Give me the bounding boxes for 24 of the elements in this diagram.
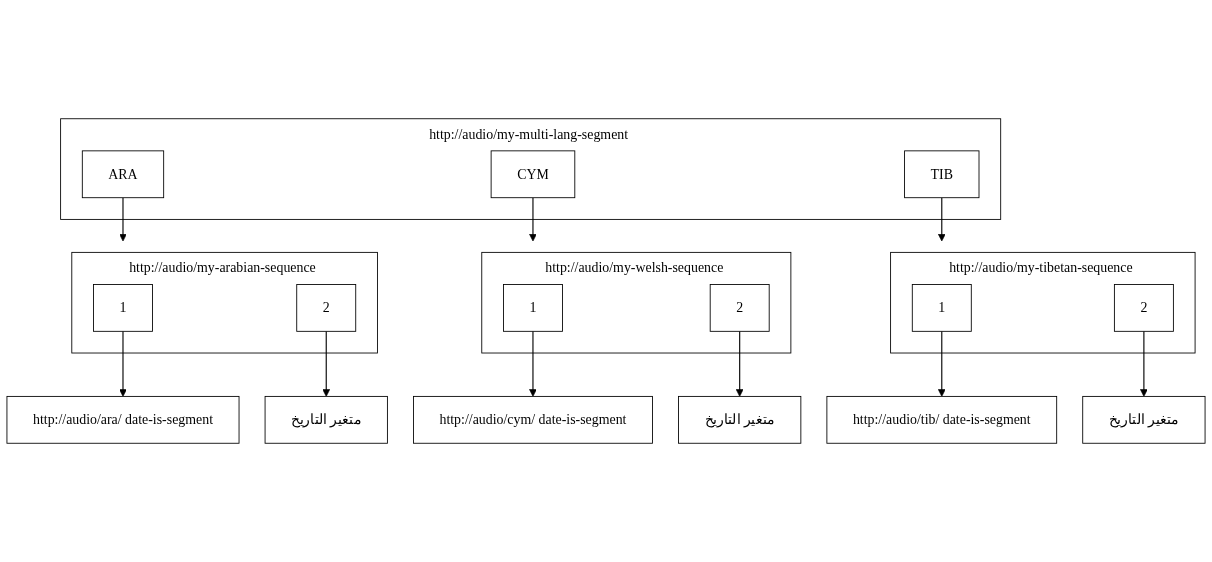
node-box: 1 <box>503 284 563 332</box>
node-box: متغير التاريخ <box>1082 395 1206 444</box>
node-box: http://audio/ara/ date-is-segment <box>6 395 240 444</box>
arrow <box>322 330 331 397</box>
node-box: 2 <box>1113 284 1174 332</box>
arrow <box>529 197 537 242</box>
arrow <box>529 330 537 397</box>
node-box: http://audio/tib/ date-is-segment <box>826 395 1058 444</box>
arrow <box>937 330 946 397</box>
node-box: TIB <box>904 150 980 199</box>
arrow <box>1140 330 1148 397</box>
node-box: متغير التاريخ <box>264 395 388 444</box>
arrow <box>119 197 127 242</box>
arrow <box>735 330 744 397</box>
node-box: 2 <box>296 284 357 332</box>
arrow <box>119 330 127 397</box>
node-box: 2 <box>709 284 770 332</box>
node-box: 1 <box>93 284 153 332</box>
node-box: http://audio/cym/ date-is-segment <box>413 395 653 444</box>
node-box: متغير التاريخ <box>678 395 802 444</box>
arrow <box>937 197 946 242</box>
node-box: 1 <box>911 284 972 332</box>
node-box: CYM <box>490 150 576 199</box>
node-box: ARA <box>81 150 165 199</box>
